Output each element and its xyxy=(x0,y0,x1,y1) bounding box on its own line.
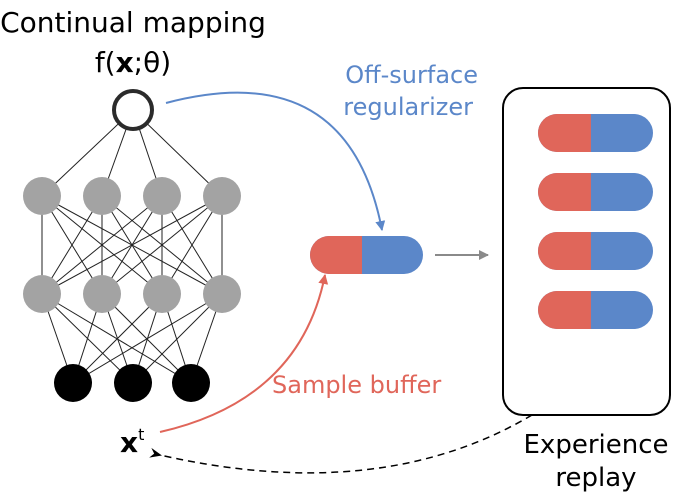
diagram-title: Continual mapping xyxy=(0,6,266,39)
sample-buffer-arrow xyxy=(159,274,329,433)
replay-buffer-box xyxy=(502,87,671,416)
network-edge xyxy=(41,195,223,295)
off-surface-label-line2: regularizer xyxy=(343,93,473,121)
hidden-node xyxy=(83,275,121,313)
network-edge xyxy=(101,195,223,295)
off-surface-arrow xyxy=(165,91,386,231)
replay-sample-pill xyxy=(538,114,653,152)
network-edge xyxy=(161,195,223,295)
network-edge xyxy=(41,195,163,295)
network-edge xyxy=(132,293,223,384)
current-sample-pill xyxy=(310,236,423,274)
network-edges xyxy=(41,109,223,384)
hidden-node xyxy=(143,177,181,215)
replay-sample-pill xyxy=(538,291,653,329)
function-label: f(x;θ) xyxy=(95,46,171,79)
pill-red-part xyxy=(538,232,591,270)
hidden-node xyxy=(23,275,61,313)
hidden-node xyxy=(83,177,121,215)
pill-red-part xyxy=(538,173,591,211)
input-node xyxy=(54,364,92,402)
current-sample xyxy=(310,236,423,274)
experience-replay-label-line2: replay xyxy=(555,463,636,493)
sample-buffer-label: Sample buffer xyxy=(272,371,441,399)
hidden-node xyxy=(23,177,61,215)
network-edge xyxy=(101,293,192,384)
hidden-node xyxy=(203,177,241,215)
pill-red-part xyxy=(310,236,362,274)
neural-network xyxy=(23,89,241,402)
experience-replay-label-line1: Experience xyxy=(524,430,669,460)
input-node xyxy=(172,364,210,402)
pill-red-part xyxy=(538,291,591,329)
output-node xyxy=(112,89,154,131)
hidden-node xyxy=(143,275,181,313)
input-node xyxy=(114,364,152,402)
network-edge xyxy=(72,293,163,384)
network-edge xyxy=(72,293,223,384)
network-edge xyxy=(41,195,103,295)
replay-sample-pill xyxy=(538,173,653,211)
input-label: xt xyxy=(120,425,144,459)
experience-replay-arrow xyxy=(149,414,533,474)
replay-samples xyxy=(538,114,653,329)
replay-sample-pill xyxy=(538,232,653,270)
hidden-node xyxy=(203,275,241,313)
network-edge xyxy=(41,293,192,384)
pill-red-part xyxy=(538,114,591,152)
off-surface-label-line1: Off-surface xyxy=(345,61,478,89)
